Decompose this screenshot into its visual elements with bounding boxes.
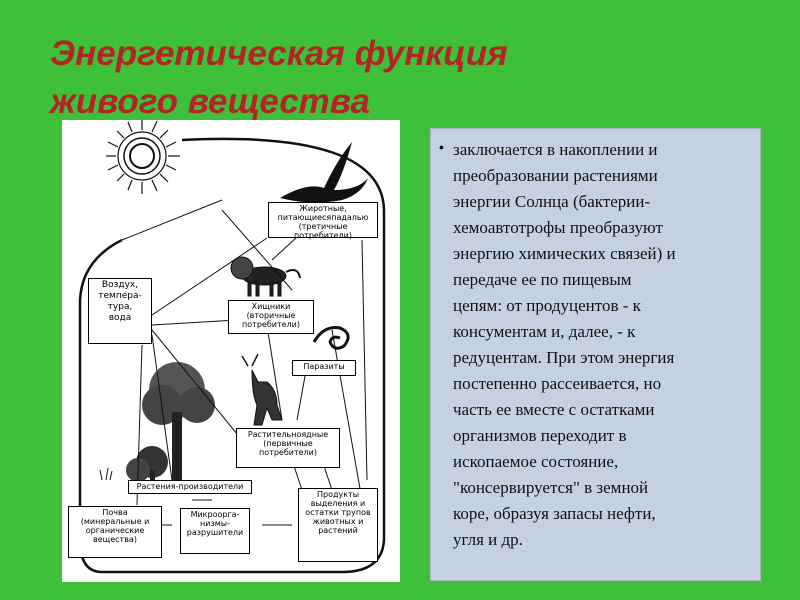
lion-icon (231, 257, 300, 296)
description-text: заключается в накоплении и преобразовани… (453, 137, 758, 553)
parasites-label: Паразиты (292, 360, 356, 376)
slide-title: Энергетическая функция живого вещества (50, 30, 670, 126)
herbivores-label: Растительноядные (первичные потребители) (236, 428, 340, 468)
microorganisms-label: Микроорга- низмы- разрушители (180, 508, 250, 554)
deer-icon (242, 354, 282, 425)
soil-label: Почва (минеральные и органические вещест… (68, 506, 162, 558)
air-temperature-water-label: Воздух, темпера- тура, вода (88, 278, 152, 344)
tertiary-consumers-label: Жиротные, питающиесяпадалью (третичные п… (268, 202, 378, 238)
parasite-worm-icon (314, 328, 348, 349)
bullet-icon: • (439, 139, 444, 155)
producers-label: Растения-производители (128, 480, 252, 494)
bush-icon (126, 446, 168, 484)
description-box: • заключается в накоплении и преобразова… (430, 128, 761, 581)
predators-label: Хищники (вторичные потребители) (228, 300, 314, 334)
grass-icon (100, 468, 112, 480)
sun-icon (106, 120, 180, 194)
food-chain-diagram: Жиротные, питающиесяпадалью (третичные п… (62, 120, 400, 582)
remains-label: Продукты выделения и остатки трупов живо… (298, 488, 378, 562)
